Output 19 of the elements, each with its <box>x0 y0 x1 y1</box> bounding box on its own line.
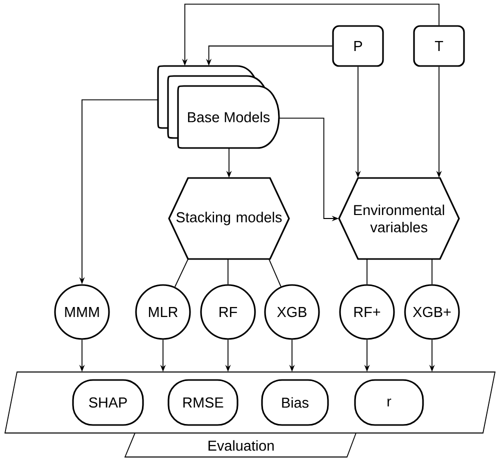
connector-line <box>366 258 368 285</box>
pill-box: Bias <box>261 379 329 426</box>
connector-line <box>174 258 188 288</box>
rounded-box: T <box>413 25 465 67</box>
pill-box: RMSE <box>168 379 238 426</box>
circle-node: RF+ <box>339 284 395 340</box>
circle-node: MMM <box>54 284 110 340</box>
connector-line <box>268 258 282 287</box>
pill-box: SHAP <box>72 379 144 426</box>
stacked-box: Base Models <box>157 65 280 149</box>
pill-box: r <box>354 379 424 426</box>
circle-node: RF <box>200 284 256 340</box>
circle-node: XGB+ <box>404 284 460 340</box>
rounded-box: P <box>332 25 384 67</box>
hexagon: Environmental variables <box>338 177 460 260</box>
circle-node: XGB <box>264 284 320 340</box>
circle-node: MLR <box>135 284 191 340</box>
node-label: Evaluation <box>208 440 274 451</box>
hexagon: Stacking models <box>168 177 290 260</box>
